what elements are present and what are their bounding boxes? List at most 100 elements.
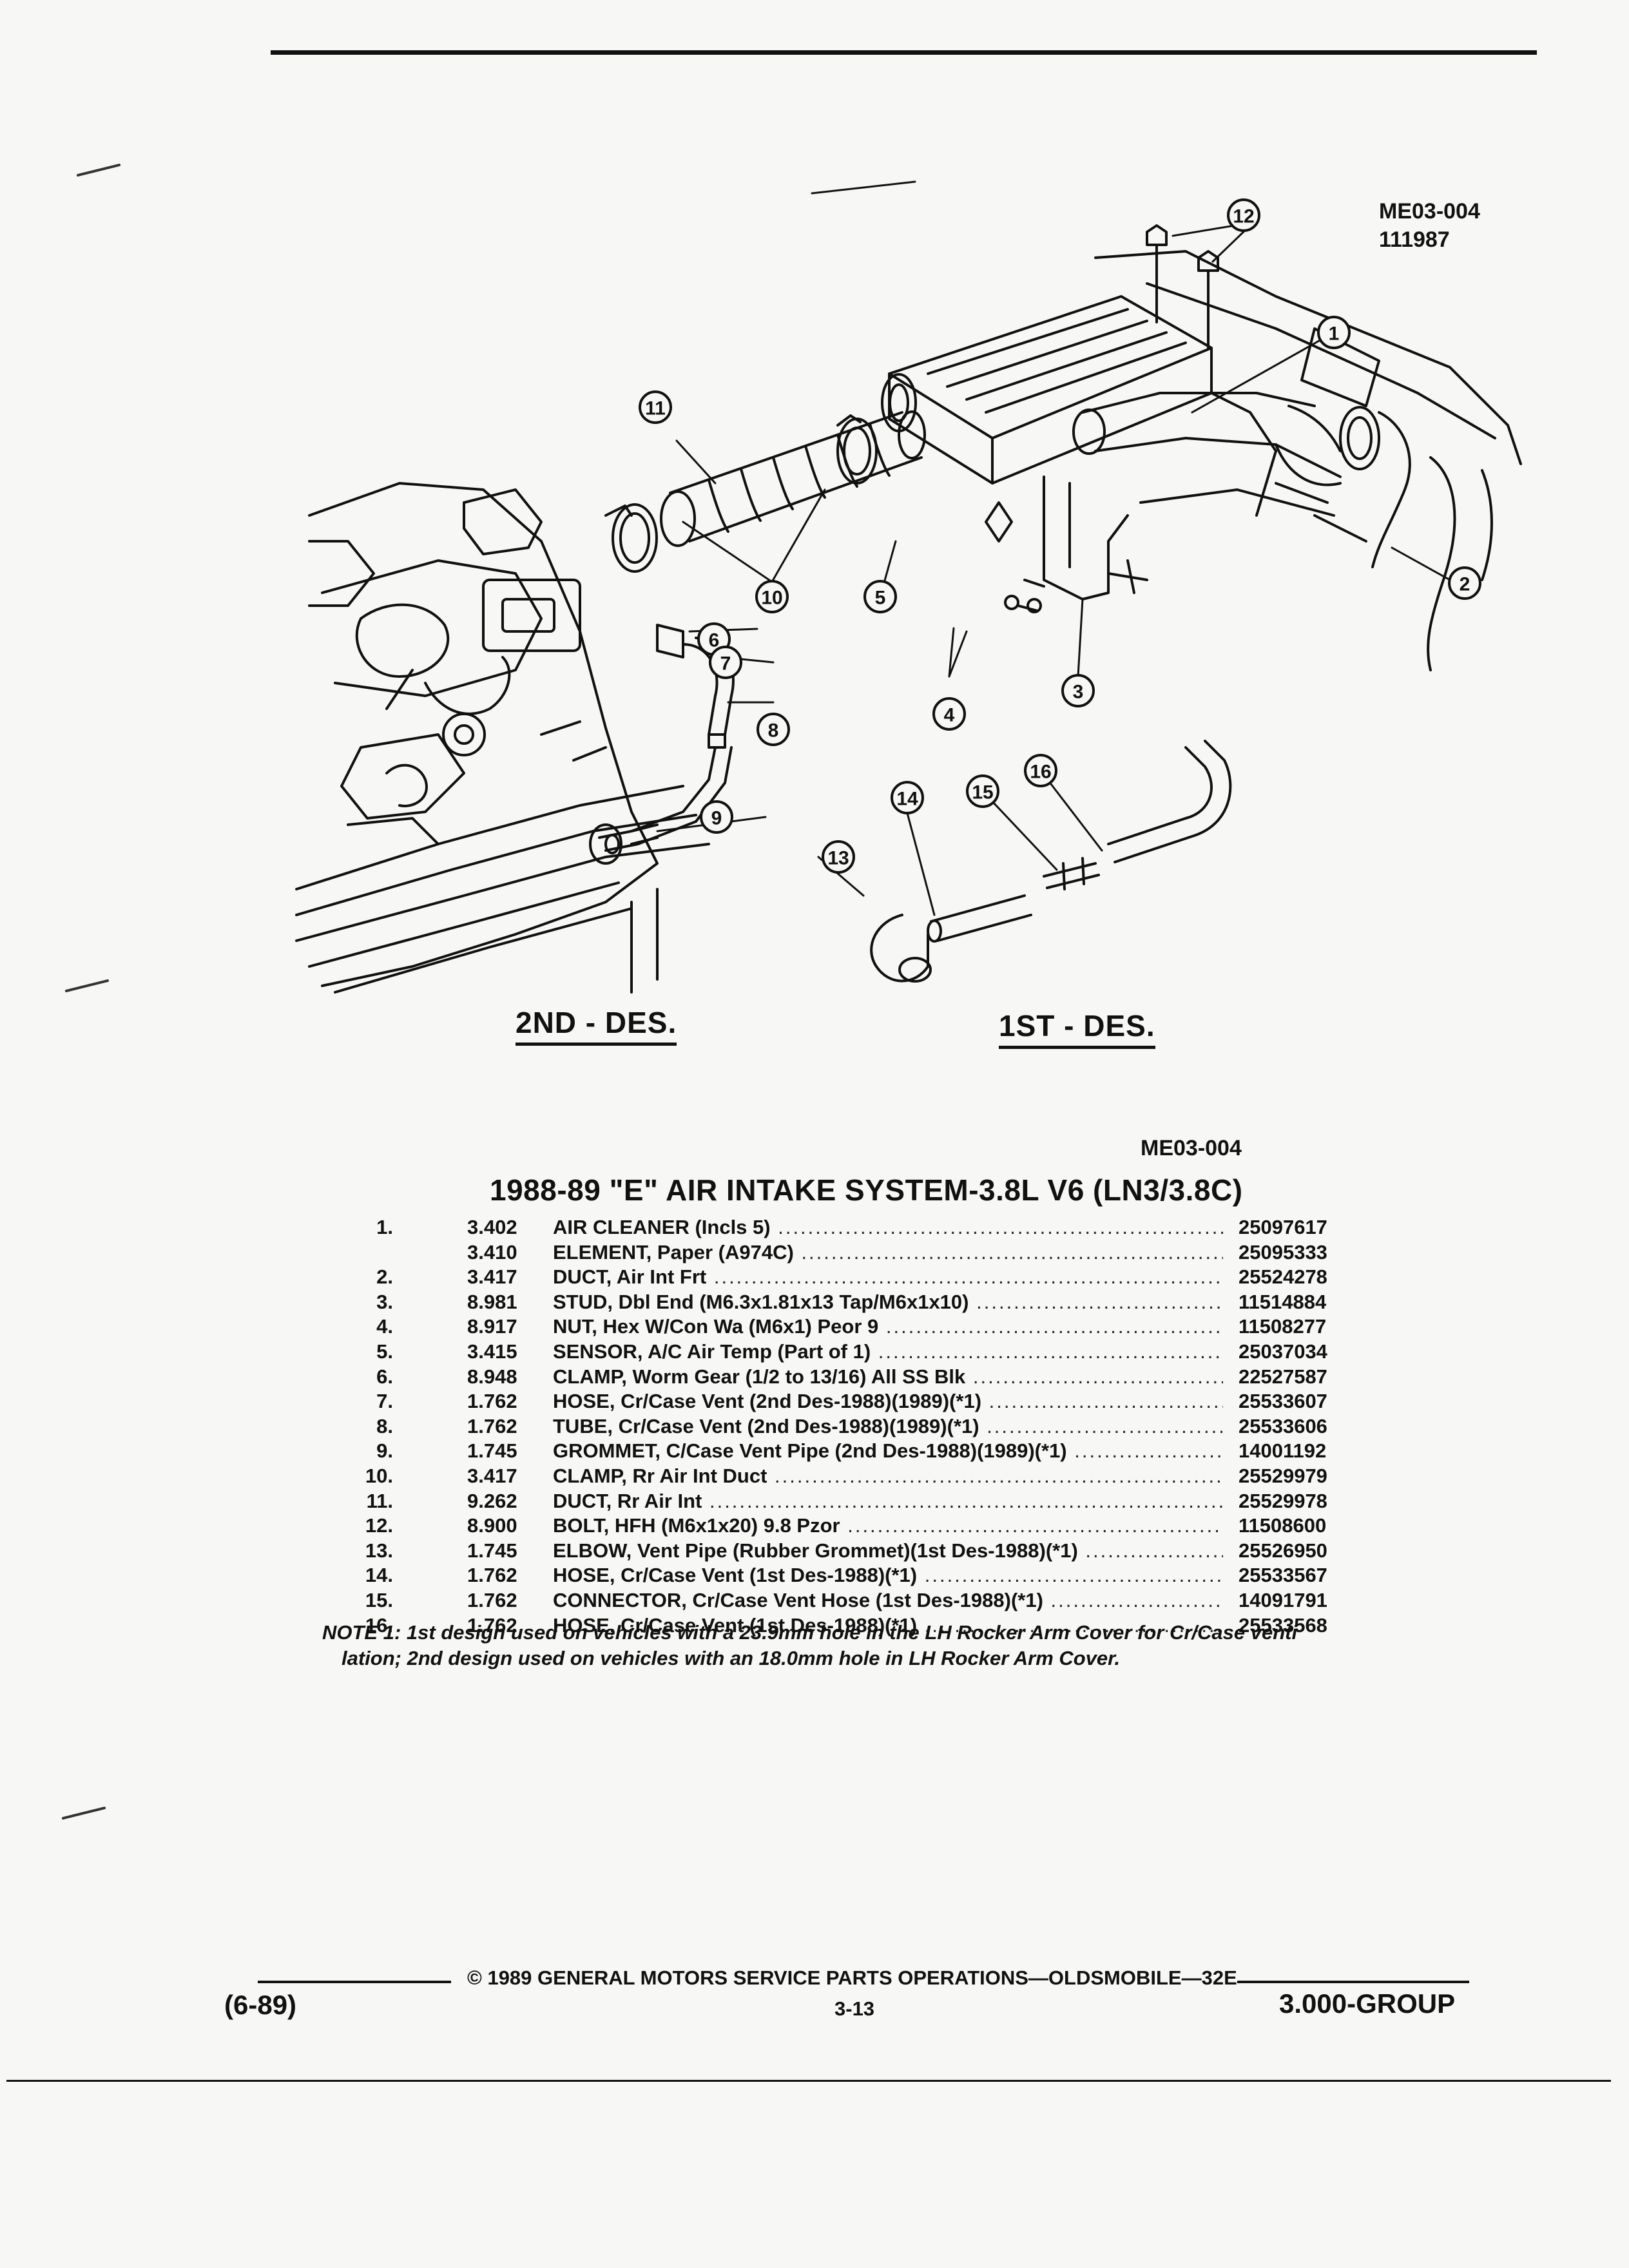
leader-dots: ........................................… bbox=[976, 1290, 1223, 1313]
part-number-index: 6. bbox=[376, 1365, 393, 1388]
part-group-code: 3.402 bbox=[467, 1216, 517, 1238]
callout-4: 4 bbox=[944, 705, 955, 726]
leader-dots: ........................................… bbox=[778, 1216, 1223, 1238]
part-group-code: 8.948 bbox=[467, 1365, 517, 1388]
margin-mark bbox=[76, 163, 121, 177]
leader-dots: ........................................… bbox=[847, 1514, 1223, 1537]
part-number-index: 1. bbox=[376, 1216, 393, 1238]
leader-dots: ........................................… bbox=[885, 1315, 1223, 1338]
part-number-index: 2. bbox=[376, 1265, 393, 1289]
engine-block-drawing bbox=[295, 482, 710, 994]
part-group-code: 1.745 bbox=[467, 1539, 517, 1562]
part-description: TUBE, Cr/Case Vent (2nd Des-1988)(1989)(… bbox=[553, 1414, 1223, 1439]
part-group-code: 3.415 bbox=[467, 1340, 517, 1363]
part-number-index: 8. bbox=[376, 1414, 393, 1437]
callout-2: 2 bbox=[1460, 574, 1470, 595]
part-number-index: 11. bbox=[366, 1489, 393, 1512]
callout-9: 9 bbox=[711, 808, 722, 829]
callout-1: 1 bbox=[1329, 323, 1340, 345]
part-number: 25533607 bbox=[1239, 1390, 1327, 1413]
part-number: 11508277 bbox=[1239, 1315, 1327, 1338]
top-rule bbox=[271, 50, 1537, 55]
section-code: ME03-004 bbox=[1141, 1136, 1242, 1160]
footer-date: (6-89) bbox=[224, 1990, 297, 2020]
callout-6: 6 bbox=[709, 630, 720, 651]
callout-12: 12 bbox=[1233, 206, 1254, 227]
leader-dots: ........................................… bbox=[1050, 1589, 1223, 1611]
margin-mark bbox=[64, 979, 110, 993]
figure-code: ME03-004 bbox=[1379, 199, 1480, 224]
footer-group: 3.000-GROUP bbox=[1279, 1988, 1456, 2019]
leader-dots: ........................................… bbox=[713, 1265, 1223, 1289]
leader-dots: ........................................… bbox=[709, 1489, 1223, 1512]
part-group-code: 9.262 bbox=[467, 1489, 517, 1512]
part-description: DUCT, Air Int Frt ......................… bbox=[553, 1265, 1223, 1289]
leader-dots: ........................................… bbox=[1074, 1439, 1223, 1463]
part-number-index: 16. bbox=[365, 1613, 393, 1637]
leader-dots: ........................................… bbox=[972, 1365, 1223, 1388]
part-number-index: 9. bbox=[376, 1439, 393, 1463]
part-group-code: 3.417 bbox=[467, 1465, 517, 1487]
leader-dots: ........................................… bbox=[924, 1613, 1223, 1637]
rear-air-intake-duct-drawing bbox=[604, 410, 926, 573]
bottom-rule bbox=[6, 2080, 1611, 2082]
leader-dots: ........................................… bbox=[878, 1340, 1223, 1363]
part-description: CLAMP, Worm Gear (1/2 to 13/16) All SS B… bbox=[553, 1365, 1223, 1389]
figure-number: 111987 bbox=[1379, 227, 1450, 252]
part-description: NUT, Hex W/Con Wa (M6x1) Peor 9 ........… bbox=[553, 1314, 1223, 1339]
part-group-code: 1.745 bbox=[467, 1439, 517, 1463]
part-number-index: 4. bbox=[376, 1315, 393, 1338]
callout-14: 14 bbox=[896, 789, 918, 810]
footnote: NOTE 1: 1st design used on vehicles with… bbox=[322, 1620, 1482, 1671]
footer-rule-right bbox=[1237, 1981, 1469, 1983]
part-row: 11. 9.262 DUCT, Rr Air Int ...............… bbox=[0, 1489, 1629, 1514]
part-number: 25533567 bbox=[1239, 1564, 1327, 1587]
part-description: HOSE, Cr/Case Vent (1st Des-1988)(*1) ..… bbox=[553, 1613, 1223, 1638]
part-description: HOSE, Cr/Case Vent (2nd Des-1988)(1989)(… bbox=[553, 1389, 1223, 1414]
part-group-code: 1.762 bbox=[467, 1589, 517, 1611]
part-description: ELEMENT, Paper (A974C) .................… bbox=[553, 1240, 1223, 1265]
callout-5: 5 bbox=[875, 588, 886, 609]
part-number: 25529978 bbox=[1239, 1489, 1327, 1512]
leader-dots: ........................................… bbox=[924, 1564, 1223, 1587]
footer-rule-left bbox=[258, 1981, 451, 1983]
figure-id: ME03-004 111987 bbox=[1379, 197, 1480, 254]
part-number-index: 12. bbox=[365, 1514, 393, 1537]
footnote-line-2: lation; 2nd design used on vehicles with… bbox=[342, 1647, 1121, 1669]
part-number-index: 14. bbox=[365, 1564, 393, 1587]
callout-13: 13 bbox=[827, 848, 849, 869]
part-number: 25533568 bbox=[1239, 1613, 1327, 1637]
part-number: 14001192 bbox=[1239, 1439, 1327, 1463]
callout-8: 8 bbox=[768, 720, 779, 742]
part-description: BOLT, HFH (M6x1x20) 9.8 Pzor ...........… bbox=[553, 1514, 1223, 1538]
part-number: 11508600 bbox=[1239, 1514, 1327, 1537]
part-number: 25037034 bbox=[1239, 1340, 1327, 1363]
part-number: 25095333 bbox=[1239, 1240, 1327, 1264]
part-description: DUCT, Rr Air Int .......................… bbox=[553, 1489, 1223, 1514]
leader-dots: ........................................… bbox=[775, 1465, 1223, 1487]
part-group-code: 1.762 bbox=[467, 1564, 517, 1587]
second-design-label: 2ND - DES. bbox=[516, 1005, 677, 1046]
part-number: 25524278 bbox=[1239, 1265, 1327, 1289]
part-number-index: 13. bbox=[365, 1539, 393, 1562]
part-group-code: 1.762 bbox=[467, 1390, 517, 1413]
part-number-index: 7. bbox=[376, 1390, 393, 1413]
part-description: GROMMET, C/Case Vent Pipe (2nd Des-1988)… bbox=[553, 1439, 1223, 1463]
part-number: 25526950 bbox=[1239, 1539, 1327, 1562]
leader-dots: ........................................… bbox=[988, 1390, 1223, 1413]
part-description: SENSOR, A/C Air Temp (Part of 1) .......… bbox=[553, 1340, 1223, 1364]
callout-11: 11 bbox=[645, 398, 666, 419]
leader-dots: ........................................… bbox=[987, 1414, 1223, 1437]
part-description: STUD, Dbl End (M6.3x1.81x13 Tap/M6x1x10)… bbox=[553, 1290, 1223, 1314]
part-number: 25533606 bbox=[1239, 1414, 1327, 1437]
